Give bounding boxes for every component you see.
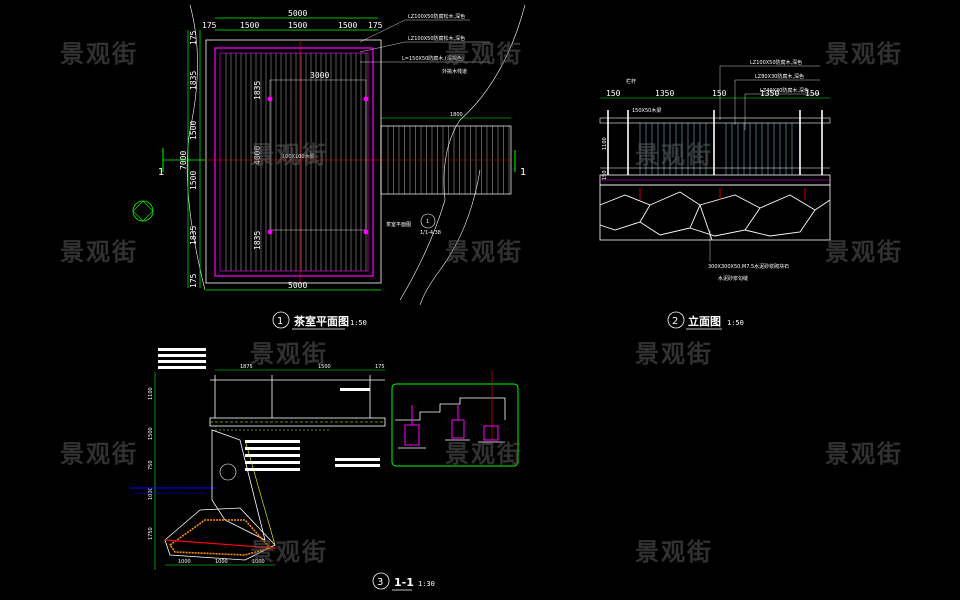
retaining-wall <box>211 429 266 541</box>
terrain-contour <box>419 169 481 306</box>
sec-dim-top: 175 <box>375 364 385 370</box>
dim-inner-left: 1835 <box>253 81 262 100</box>
plan-number-circle <box>272 311 290 329</box>
dim-text-top: 175 <box>202 21 217 30</box>
north-arrow-icon <box>132 200 154 222</box>
section-mark-right: 1 <box>520 167 526 178</box>
elev-note: LZ80X30防腐木,深色 <box>755 73 804 80</box>
section-view: 1100 1500 750 1000 1750 1875 1500 175 <box>130 348 519 591</box>
section-note-blocks <box>158 348 380 471</box>
plan-note: 外挑木栈道 <box>442 68 467 75</box>
stone-icon <box>219 463 237 481</box>
dim-text-top: 1500 <box>288 21 307 30</box>
detail-piers <box>404 405 499 446</box>
dim-inner-left: 1835 <box>253 231 262 250</box>
dim-text-left: 1500 <box>189 121 198 140</box>
elev-label-left: 栏杆 <box>626 78 636 85</box>
dim-bottom: 5000 <box>288 281 307 290</box>
elev-label-mid: 150X50木梁 <box>632 107 661 114</box>
plan-note: LZ100X50防腐松木,深色 <box>408 13 465 20</box>
sec-dim-left: 1500 <box>148 427 154 440</box>
stone-red-marks <box>639 188 806 200</box>
sec-dim-left: 1000 <box>148 487 154 500</box>
detail-ref: 1 <box>426 219 429 225</box>
elev-dim: 1350 <box>760 89 779 98</box>
stone-pattern <box>599 191 831 241</box>
dim-inner-left: 4000 <box>253 146 262 165</box>
sec-number: 3 <box>377 577 383 588</box>
elev-dim: 150 <box>805 89 820 98</box>
slope-red-line <box>164 539 276 549</box>
detail-ref-circle <box>420 213 436 229</box>
sec-number-circle <box>372 572 390 590</box>
elev-dim-v: 1100 <box>602 137 608 150</box>
sec-title: 1-1 <box>394 576 414 589</box>
elev-title: 立面图 <box>688 314 721 328</box>
elev-foot-note: 300X300X50,M7.5水泥砂浆砌块石 <box>708 263 789 270</box>
section-mark-left: 1 <box>158 167 164 178</box>
bridge-label: 茶室平面图 <box>386 221 411 228</box>
slope-footing-fill <box>168 519 272 556</box>
plan-scale: 1:50 <box>350 319 367 327</box>
sec-dim-left: 1100 <box>148 387 154 400</box>
dim-text-top: 5000 <box>288 9 307 18</box>
railing <box>600 110 830 175</box>
dim-text-top: 1500 <box>240 21 259 30</box>
plan-notes <box>359 19 490 63</box>
sec-scale: 1:30 <box>418 580 435 588</box>
elev-dim-v: 150 <box>602 170 608 180</box>
elev-note: LZ100X50防腐木,深色 <box>750 59 802 66</box>
elev-number: 2 <box>672 316 678 327</box>
sec-dim-bottom: 1000 <box>252 559 265 565</box>
detail-stair <box>395 397 506 421</box>
dim-inner-top: 3000 <box>310 71 329 80</box>
plan-number: 1 <box>277 316 283 327</box>
section-posts <box>210 375 385 418</box>
elev-foot-note: 水泥砂浆勾缝 <box>718 275 748 282</box>
elev-dim: 150 <box>606 89 621 98</box>
elevation-view: 150 1350 150 1350 150 栏杆 150X50木梁 <box>599 59 831 330</box>
elev-number-circle <box>667 311 685 329</box>
sec-dim-bottom: 1000 <box>178 559 191 565</box>
plan-note: L=150X50防腐木,(深褐色) <box>402 55 464 62</box>
dim-text-left: 175 <box>189 273 198 288</box>
sec-dim-top: 1875 <box>240 364 253 370</box>
detail-footings <box>398 439 505 449</box>
inner-label: 100X100木梁 <box>282 153 315 160</box>
detail-ref-sub: 1/1-4.38 <box>420 230 441 236</box>
dim-text-left: 1835 <box>189 71 198 90</box>
dim-bridge: 1800 <box>450 112 463 118</box>
sec-dim-bottom: 1000 <box>215 559 228 565</box>
elev-notes <box>709 65 820 262</box>
elev-dim: 150 <box>712 89 727 98</box>
railing-top <box>599 117 831 124</box>
dim-text-top: 175 <box>368 21 383 30</box>
sec-dim-left: 750 <box>148 460 154 470</box>
terrain-contour <box>186 4 206 291</box>
dim-text-left: 1500 <box>189 171 198 190</box>
deck-inner-border <box>214 47 374 277</box>
deck-inner-border <box>219 52 369 272</box>
terrain-contour <box>399 4 526 301</box>
sec-dim-top: 1500 <box>318 364 331 370</box>
stone-foundation <box>599 184 831 241</box>
elev-scale: 1:50 <box>727 319 744 327</box>
elev-note: LZ40X30防腐木,深色 <box>760 87 809 94</box>
deck-outline <box>205 39 382 284</box>
dim-text-left: 1835 <box>189 226 198 245</box>
elev-dim: 1350 <box>655 89 674 98</box>
plan-note: LZ100X50防腐松木,深色 <box>408 35 465 42</box>
plan-view: 5000 1500 1500 1500 175 175 175 1835 150… <box>132 4 526 330</box>
dim-text-top: 1500 <box>338 21 357 30</box>
plan-title: 茶室平面图 <box>293 314 349 328</box>
slope-guide <box>244 439 276 546</box>
inner-beam-frame <box>269 79 367 231</box>
deck-planks <box>225 53 367 271</box>
detail-box <box>391 383 519 467</box>
bridge-planks <box>381 126 511 194</box>
post-markers <box>267 96 369 235</box>
sec-dim-left: 1750 <box>148 527 154 540</box>
dim-text-left: 175 <box>189 30 198 45</box>
